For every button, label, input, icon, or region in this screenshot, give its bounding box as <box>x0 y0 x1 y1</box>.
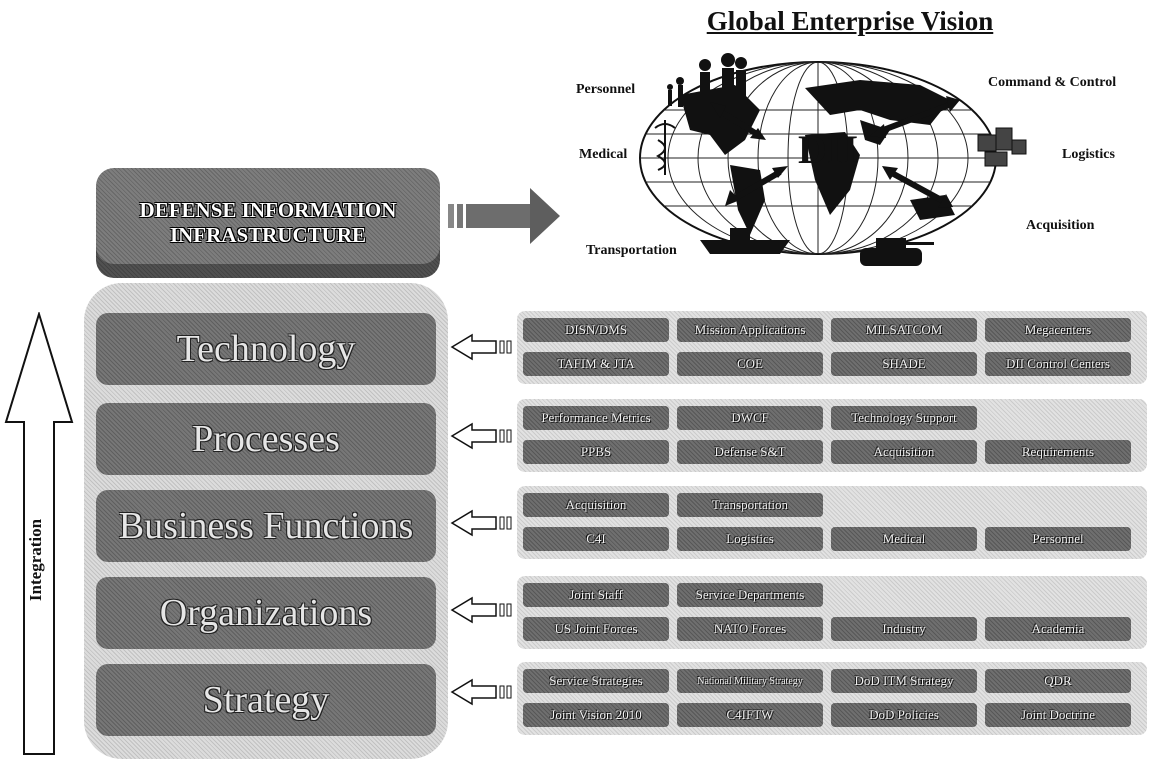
layer-processes: Processes <box>96 403 436 475</box>
component-chip: Service Departments <box>677 583 823 607</box>
globe-label-command-control: Command & Control <box>988 75 1117 90</box>
component-chip: DII Control Centers <box>985 352 1131 376</box>
component-chip: Mission Applications <box>677 318 823 342</box>
component-chip: MILSATCOM <box>831 318 977 342</box>
layer-business-functions: Business Functions <box>96 490 436 562</box>
arrow-left-icon <box>450 422 512 450</box>
component-chip: Transportation <box>677 493 823 517</box>
component-chip: TAFIM & JTA <box>523 352 669 376</box>
panel-processes: Performance Metrics DWCF Technology Supp… <box>517 399 1147 472</box>
component-chip: Academia <box>985 617 1131 641</box>
component-chip: DoD ITM Strategy <box>831 669 977 693</box>
panel-technology: DISN/DMS Mission Applications MILSATCOM … <box>517 311 1147 384</box>
globe-label-acquisition: Acquisition <box>1026 218 1095 233</box>
component-chip: DISN/DMS <box>523 318 669 342</box>
component-chip: DoD Policies <box>831 703 977 727</box>
component-chip: Personnel <box>985 527 1131 551</box>
component-chip: Requirements <box>985 440 1131 464</box>
panel-strategy: Service Strategies National Military Str… <box>517 662 1147 735</box>
component-chip: DWCF <box>677 406 823 430</box>
dii-box-line1: DEFENSE INFORMATION <box>139 198 397 222</box>
component-chip: SHADE <box>831 352 977 376</box>
component-chip: Technology Support <box>831 406 977 430</box>
layer-technology: Technology <box>96 313 436 385</box>
component-chip: Acquisition <box>831 440 977 464</box>
component-chip: QDR <box>985 669 1131 693</box>
globe-label-transportation: Transportation <box>586 243 677 258</box>
integration-arrow-icon <box>4 312 74 755</box>
arrow-left-icon <box>450 678 512 706</box>
component-chip: C4I <box>523 527 669 551</box>
component-chip: Joint Staff <box>523 583 669 607</box>
arrow-right-icon <box>448 188 560 244</box>
page-title: Global Enterprise Vision <box>706 6 994 36</box>
component-chip: US Joint Forces <box>523 617 669 641</box>
component-chip: Joint Doctrine <box>985 703 1131 727</box>
layer-strategy: Strategy <box>96 664 436 736</box>
component-chip: C4IFTW <box>677 703 823 727</box>
arrow-left-icon <box>450 333 512 361</box>
component-chip: National Military Strategy <box>677 669 823 693</box>
component-chip: Industry <box>831 617 977 641</box>
globe-map-illustration <box>639 53 1027 266</box>
component-chip: Service Strategies <box>523 669 669 693</box>
globe-center-label: DII <box>798 127 859 172</box>
component-chip: NATO Forces <box>677 617 823 641</box>
component-chip: Performance Metrics <box>523 406 669 430</box>
arrow-left-icon <box>450 596 512 624</box>
panel-organizations: Joint Staff Service Departments US Joint… <box>517 576 1147 649</box>
component-chip: Acquisition <box>523 493 669 517</box>
component-chip: COE <box>677 352 823 376</box>
integration-label: Integration <box>26 518 45 602</box>
component-chip: Joint Vision 2010 <box>523 703 669 727</box>
dii-box-line2: INFRASTRUCTURE <box>169 223 366 247</box>
dii-header-box: DEFENSE INFORMATION INFRASTRUCTURE <box>96 168 440 278</box>
component-chip: Logistics <box>677 527 823 551</box>
component-chip: Megacenters <box>985 318 1131 342</box>
panel-business-functions: Acquisition Transportation C4I Logistics… <box>517 486 1147 559</box>
component-chip: PPBS <box>523 440 669 464</box>
layer-organizations: Organizations <box>96 577 436 649</box>
component-chip: Defense S&T <box>677 440 823 464</box>
globe-label-personnel: Personnel <box>576 82 636 97</box>
arrow-left-icon <box>450 509 512 537</box>
globe-label-medical: Medical <box>579 147 628 162</box>
globe-label-logistics: Logistics <box>1062 147 1115 162</box>
component-chip: Medical <box>831 527 977 551</box>
